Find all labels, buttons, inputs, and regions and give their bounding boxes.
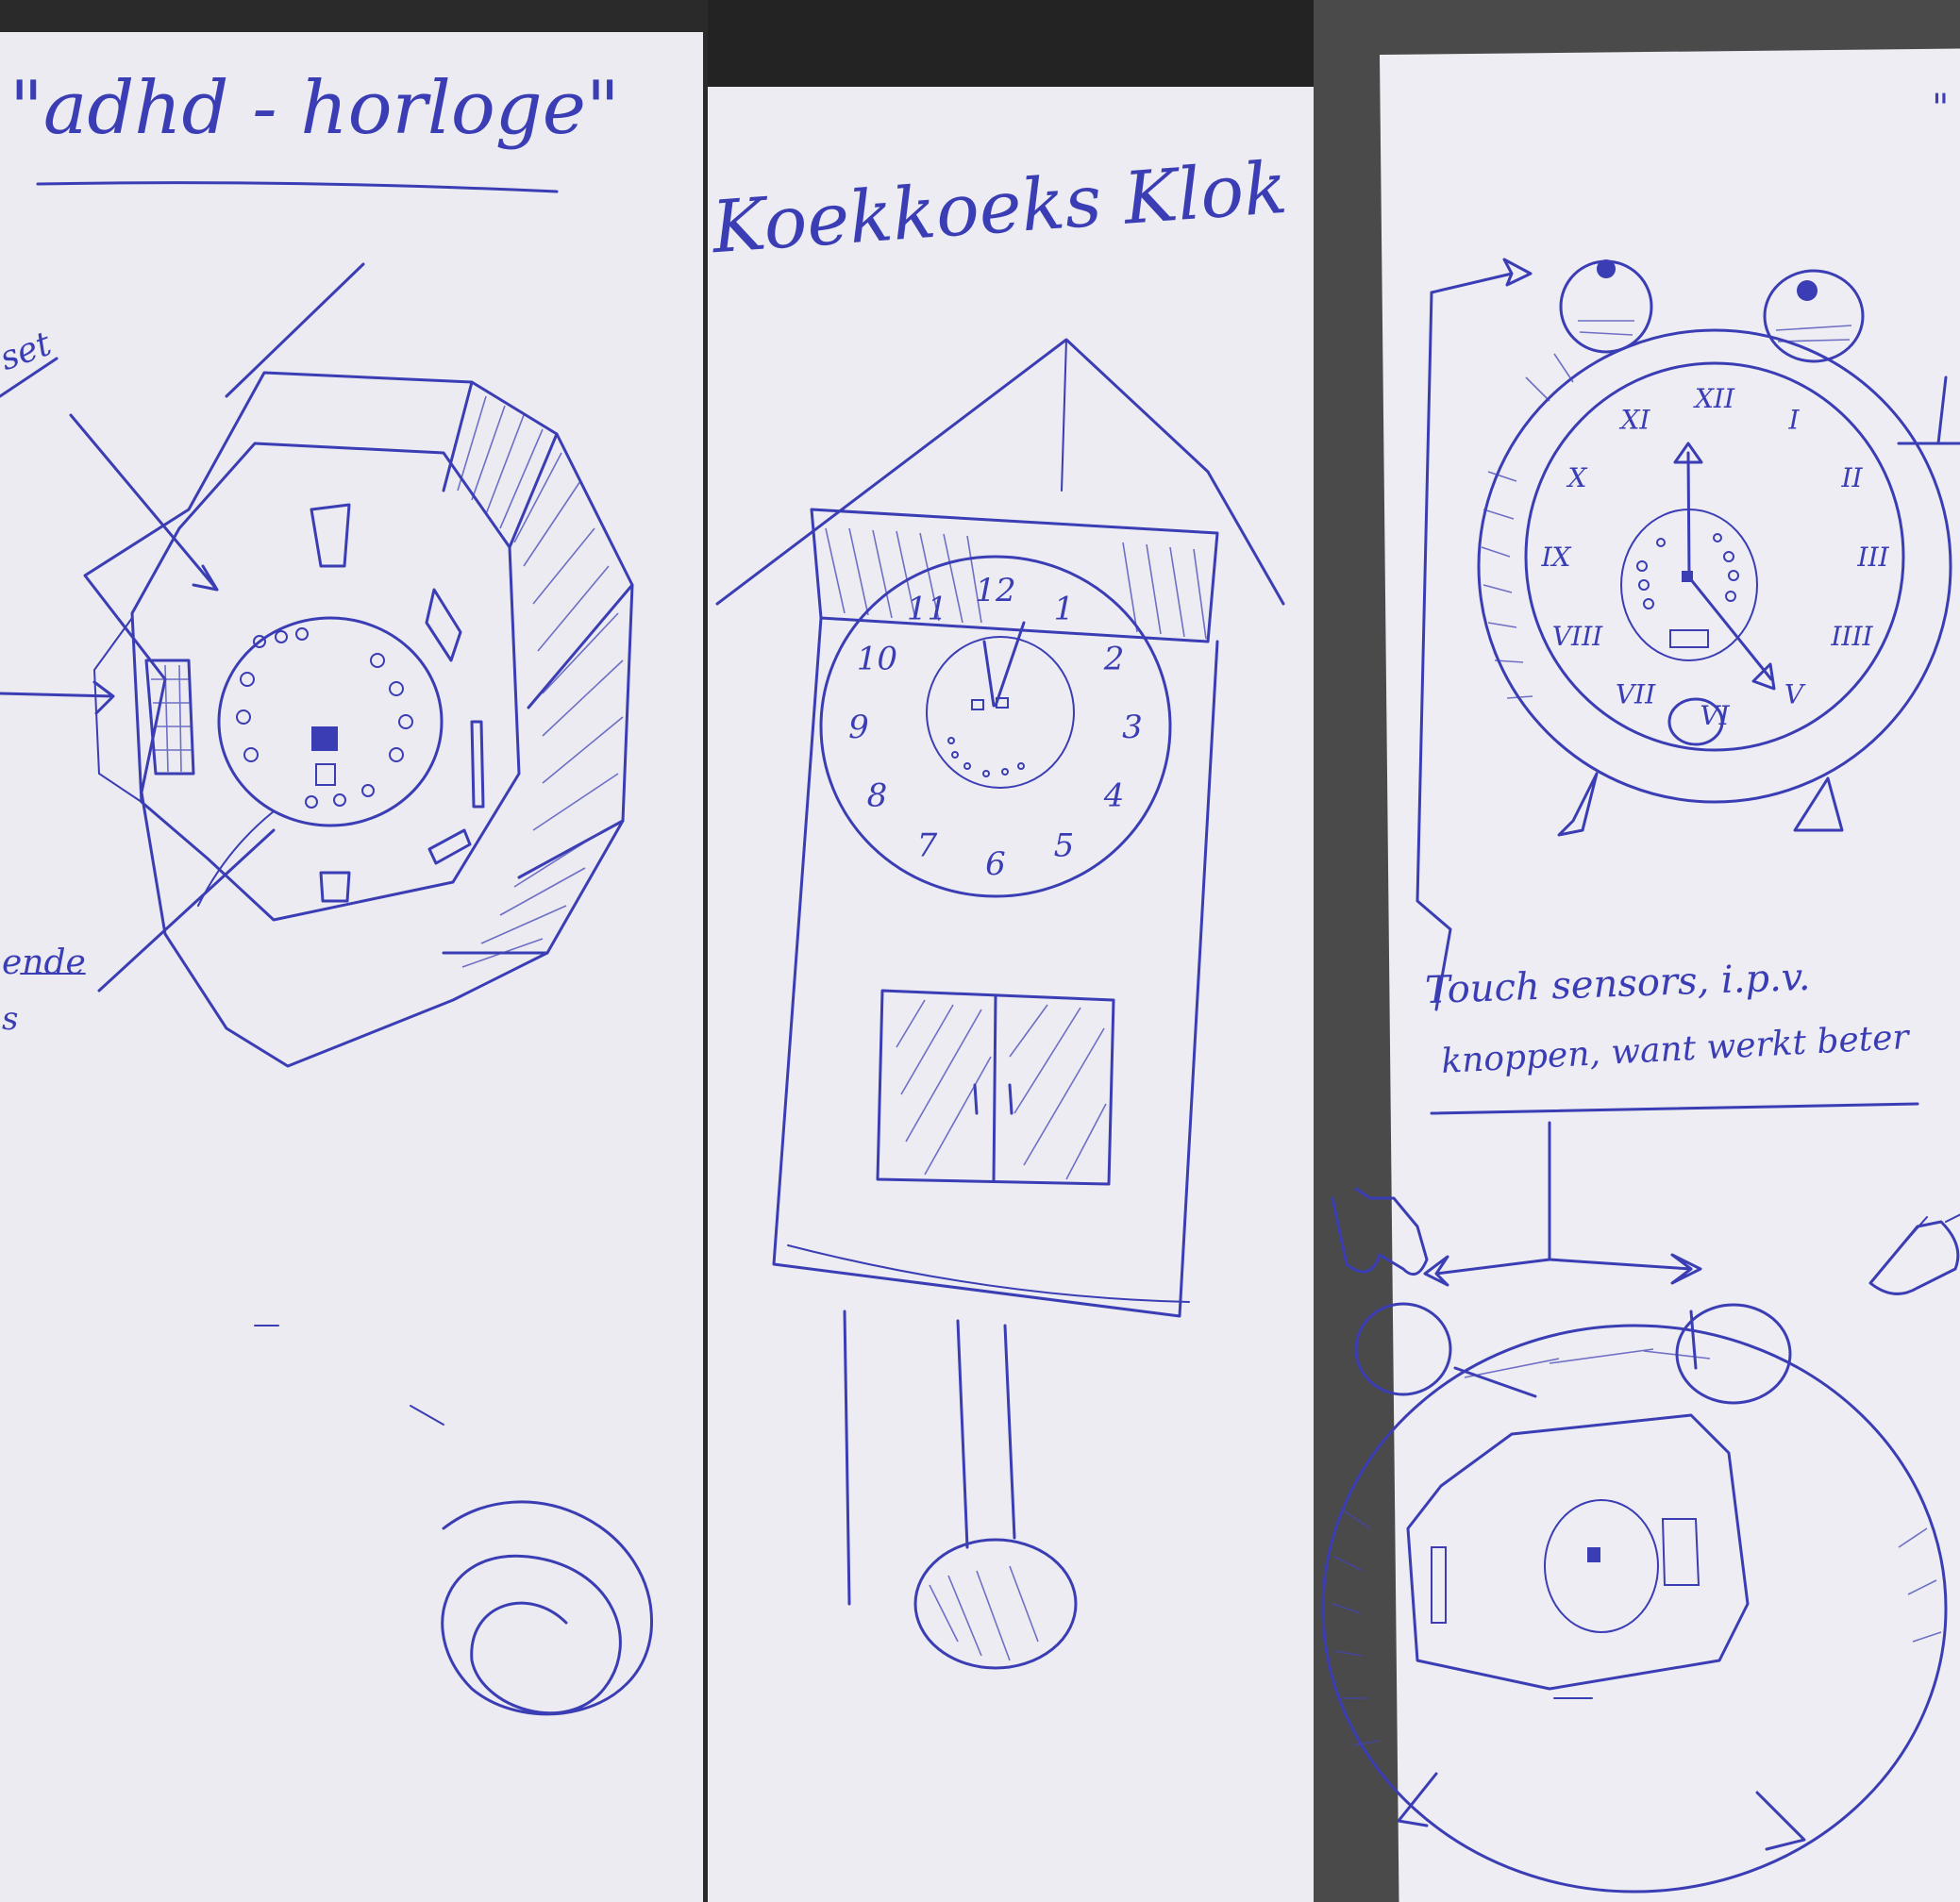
cuckoo-dial-number-7: 7 <box>917 827 938 865</box>
paper-left <box>0 32 703 1902</box>
alarm-roman-numeral-2: II <box>1840 462 1863 493</box>
cuckoo-dial-number-9: 9 <box>848 709 869 746</box>
alarm-roman-numeral-6: VI <box>1700 700 1730 731</box>
cuckoo-dial-number-8: 8 <box>867 776 888 814</box>
alarm-roman-numeral-4: IIII <box>1830 621 1873 652</box>
cuckoo-dial-numbers: 12 12 3 45 6 78 9 10 11 <box>848 572 1143 883</box>
alarm-roman-numeral-10: X <box>1566 462 1588 493</box>
alarm-roman-numeral-0: XII <box>1693 383 1735 414</box>
cuckoo-dial-number-6: 6 <box>985 845 1006 883</box>
cuckoo-dial-number-5: 5 <box>1054 827 1075 865</box>
note-bottom-left-2: s <box>2 1000 19 1038</box>
alarm-roman-numeral-5: V <box>1784 678 1806 709</box>
cuckoo-dial-number-10: 10 <box>857 640 897 677</box>
cuckoo-dial-number-1: 1 <box>1054 590 1075 627</box>
alarm-roman-numeral-1: I <box>1787 404 1800 435</box>
cuckoo-dial-number-11: 11 <box>907 590 947 627</box>
cuckoo-dial-number-4: 4 <box>1103 776 1125 814</box>
title-mark-right: " <box>1932 87 1950 130</box>
sheet-adhd-watch: "adhd - horloge" set ende s <box>0 0 708 1902</box>
cuckoo-dial-number-3: 3 <box>1122 709 1143 746</box>
title-adhd-horloge: "adhd - horloge" <box>9 66 620 151</box>
alarm-roman-numeral-11: XI <box>1619 404 1651 435</box>
alarm-roman-numeral-8: VIII <box>1552 621 1603 652</box>
cuckoo-clock-drawing: 12 12 3 45 6 78 9 10 11 <box>715 338 1285 1670</box>
cuckoo-dial-number-0: 12 <box>975 572 1015 609</box>
alarm-roman-numeral-9: IX <box>1541 542 1572 573</box>
paper-middle <box>708 87 1314 1902</box>
cuckoo-dial-number-2: 2 <box>1103 640 1125 677</box>
alarm-roman-numeral-3: III <box>1856 542 1889 573</box>
octagon-watch-drawing <box>0 181 653 1716</box>
sheet-alarm-clock: " Touch sensors, i.p.v. knoppen, want we… <box>1314 0 1960 1902</box>
note-bottom-left-1: ende <box>2 943 86 982</box>
alarm-roman-numeral-7: VII <box>1616 678 1656 709</box>
